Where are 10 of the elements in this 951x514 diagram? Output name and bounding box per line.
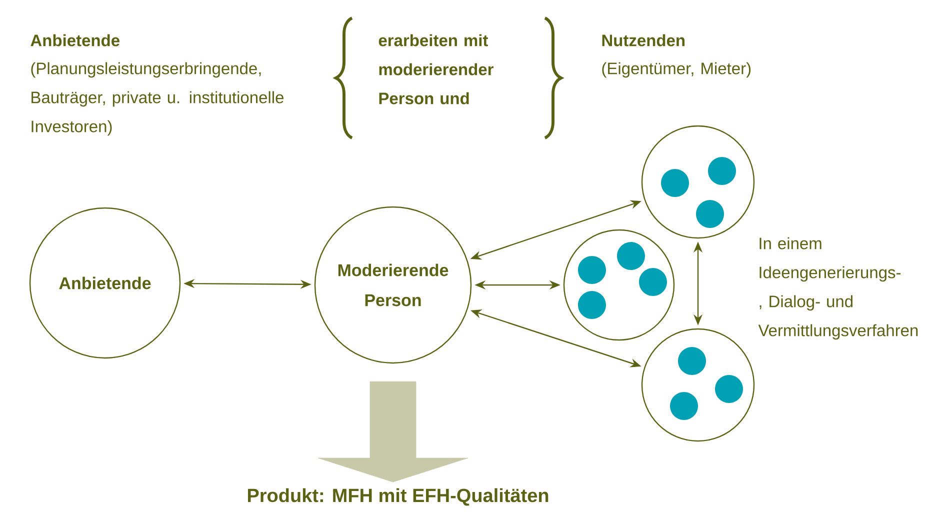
text-label: Anbietende — [30, 34, 120, 46]
block-arrow — [318, 381, 468, 482]
text-label: Nutzenden — [602, 34, 684, 46]
text-label: erarbeiten mit moderierender Person und — [378, 34, 494, 104]
text-label: In einem Ideengenerierungs-, Dialog- und Vermittlungsverfahren — [758, 237, 918, 340]
circle-node: Moderierende Person — [314, 206, 472, 364]
text-label: (Planungsleistungserbringende, Bauträger, private u. institutionelle Investoren) — [31, 62, 284, 136]
text-label: (Eigentümer, Mieter) — [602, 62, 751, 78]
circle-node: Anbietende — [29, 207, 181, 359]
product-label: Produkt: MFH mit EFH-Qualitäten — [248, 488, 548, 506]
